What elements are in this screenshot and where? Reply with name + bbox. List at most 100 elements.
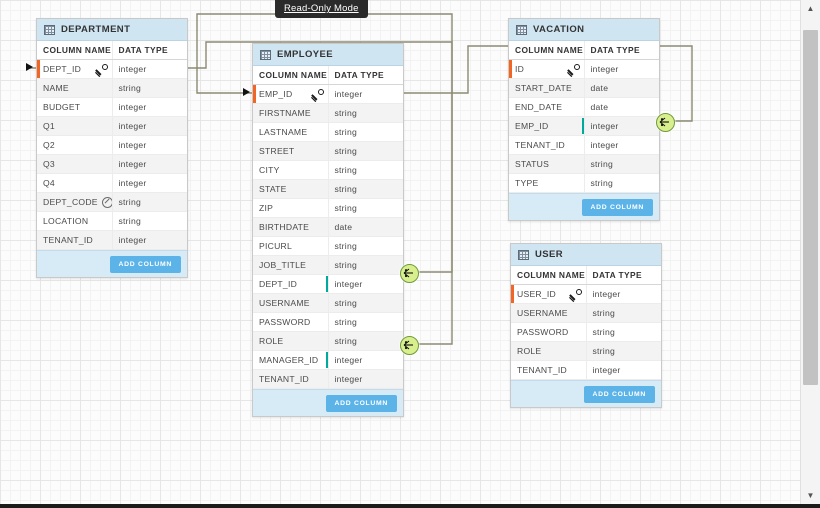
column-type-cell[interactable]: integer [327,274,403,294]
column-type-cell[interactable]: string [111,78,187,98]
column-name-cell[interactable]: PASSWORD [511,322,586,342]
column-type-cell[interactable]: integer [583,116,659,136]
column-name-cell[interactable]: Q4 [37,173,112,193]
column-name-cell[interactable]: LOCATION [37,211,112,231]
relationship-endpoint-vacation-employee[interactable] [656,113,675,132]
add-column-button[interactable]: ADD COLUMN [109,255,181,273]
column-name-cell[interactable]: DEPT_CODE [37,192,112,212]
column-name-cell[interactable]: LASTNAME [253,122,328,142]
column-name-cell[interactable]: START_DATE [509,78,584,98]
column-name-cell[interactable]: PASSWORD [253,312,328,332]
column-name-cell[interactable]: TENANT_ID [511,360,586,380]
column-name-cell[interactable]: CITY [253,160,328,180]
column-name-cell[interactable]: BUDGET [37,97,112,117]
column-type-cell[interactable]: integer [111,173,187,193]
vertical-scrollbar[interactable]: ▲ ▼ [800,0,820,504]
column-type-cell[interactable]: integer [583,59,659,79]
column-name-cell[interactable]: Q2 [37,135,112,155]
column-type-cell[interactable]: string [327,293,403,313]
column-type-cell[interactable]: string [327,331,403,351]
column-type-cell[interactable]: integer [585,284,661,304]
column-name-cell[interactable]: STATUS [509,154,584,174]
scroll-down-icon[interactable]: ▼ [806,491,815,500]
column-type-cell[interactable]: date [583,78,659,98]
column-type-cell[interactable]: integer [583,135,659,155]
column-name-cell[interactable]: TYPE [509,173,584,193]
column-name-cell[interactable]: TENANT_ID [509,135,584,155]
column-type-cell[interactable]: string [327,141,403,161]
column-name-cell[interactable]: PICURL [253,236,328,256]
column-type-cell[interactable]: integer [585,360,661,380]
column-type-cell[interactable]: string [327,236,403,256]
relationship-endpoint-employee-dept[interactable] [400,264,419,283]
column-name-cell[interactable]: STATE [253,179,328,199]
column-name-cell[interactable]: FIRSTNAME [253,103,328,123]
entity-header[interactable]: VACATION [509,19,659,41]
column-name-cell[interactable]: NAME [37,78,112,98]
column-type-cell[interactable]: integer [327,84,403,104]
add-column-button[interactable]: ADD COLUMN [583,385,655,403]
column-type-cell[interactable]: string [585,322,661,342]
column-name-cell[interactable]: DEPT_ID [37,59,112,79]
add-column-button[interactable]: ADD COLUMN [581,198,653,216]
column-name-cell[interactable]: EMP_ID [509,116,584,136]
column-type-cell[interactable]: string [585,303,661,323]
scroll-up-icon[interactable]: ▲ [806,4,815,13]
column-type-cell[interactable]: string [583,173,659,193]
column-type-cell[interactable]: integer [111,59,187,79]
column-type-cell[interactable]: string [111,211,187,231]
column-type-cell[interactable]: string [327,122,403,142]
column-type-cell[interactable]: integer [111,97,187,117]
column-type-cell[interactable]: string [327,179,403,199]
column-name-cell[interactable]: TENANT_ID [37,230,112,250]
column-type-cell[interactable]: string [585,341,661,361]
column-name-cell[interactable]: ID [509,59,584,79]
column-type-cell[interactable]: date [327,217,403,237]
column-type-cell[interactable]: string [327,103,403,123]
column-type-cell[interactable]: string [327,198,403,218]
column-name-cell[interactable]: USER_ID [511,284,586,304]
column-type-cell[interactable]: integer [111,135,187,155]
column-name-cell[interactable]: BIRTHDATE [253,217,328,237]
column-name-cell[interactable]: DEPT_ID [253,274,328,294]
column-name-cell[interactable]: USERNAME [253,293,328,313]
entity-header[interactable]: DEPARTMENT [37,19,187,41]
column-type-cell[interactable]: string [583,154,659,174]
add-column-button[interactable]: ADD COLUMN [325,394,397,412]
column-name-cell[interactable]: USERNAME [511,303,586,323]
